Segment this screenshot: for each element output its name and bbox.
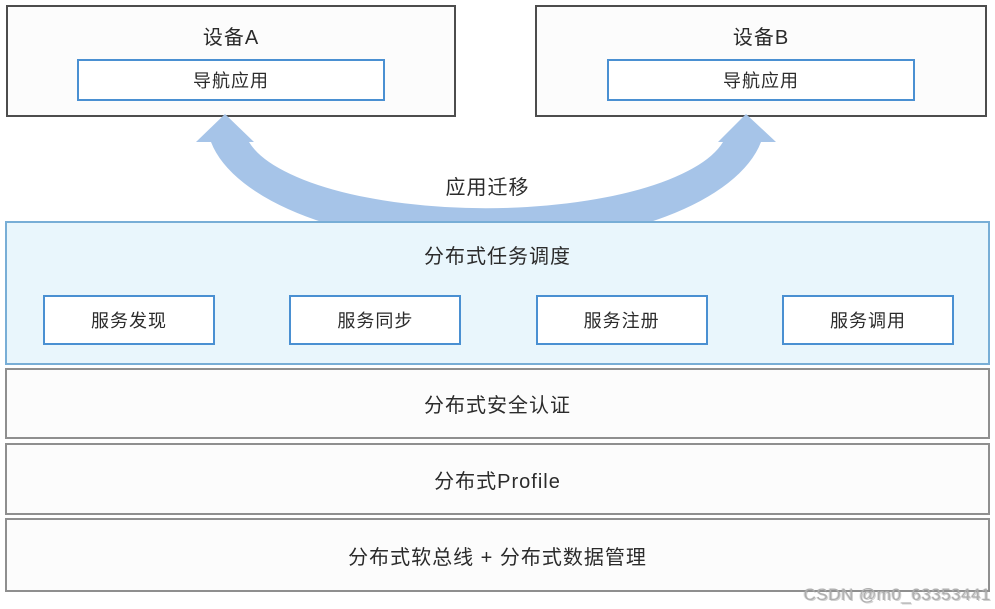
service-box-sync: 服务同步 (289, 295, 462, 345)
device-b-box: 设备B 导航应用 (535, 5, 987, 117)
service-box-register: 服务注册 (535, 295, 708, 345)
device-a-app-box: 导航应用 (77, 59, 385, 101)
device-a-title: 设备A (202, 27, 260, 49)
layer-softbus-data-label: 分布式软总线 + 分布式数据管理 (348, 546, 647, 569)
device-b-title: 设备B (732, 27, 790, 49)
layer-security-auth: 分布式安全认证 (5, 368, 990, 439)
service-discovery-label: 服务发现 (91, 311, 167, 331)
task-scheduling-title: 分布式任务调度 (424, 246, 571, 268)
service-box-discovery: 服务发现 (43, 295, 215, 345)
device-b-app-box: 导航应用 (607, 59, 915, 101)
service-row: 服务发现 服务同步 服务注册 服务调用 (43, 295, 954, 345)
migration-label: 应用迁移 (445, 177, 530, 199)
service-sync-label: 服务同步 (337, 311, 414, 331)
task-scheduling-section: 分布式任务调度 服务发现 服务同步 服务注册 服务调用 (5, 221, 990, 365)
device-b-app-label: 导航应用 (723, 71, 799, 91)
layer-profile-label: 分布式Profile (434, 470, 561, 493)
layer-security-auth-label: 分布式安全认证 (424, 395, 571, 417)
service-register-label: 服务注册 (583, 311, 660, 331)
service-box-invoke: 服务调用 (781, 295, 954, 345)
device-a-app-label: 导航应用 (193, 71, 269, 91)
watermark: CSDN @m0_63353441 (803, 585, 991, 604)
layer-softbus-data: 分布式软总线 + 分布式数据管理 (5, 518, 990, 592)
layer-profile: 分布式Profile (5, 443, 990, 515)
device-a-box: 设备A 导航应用 (6, 5, 456, 117)
service-invoke-label: 服务调用 (829, 311, 906, 331)
